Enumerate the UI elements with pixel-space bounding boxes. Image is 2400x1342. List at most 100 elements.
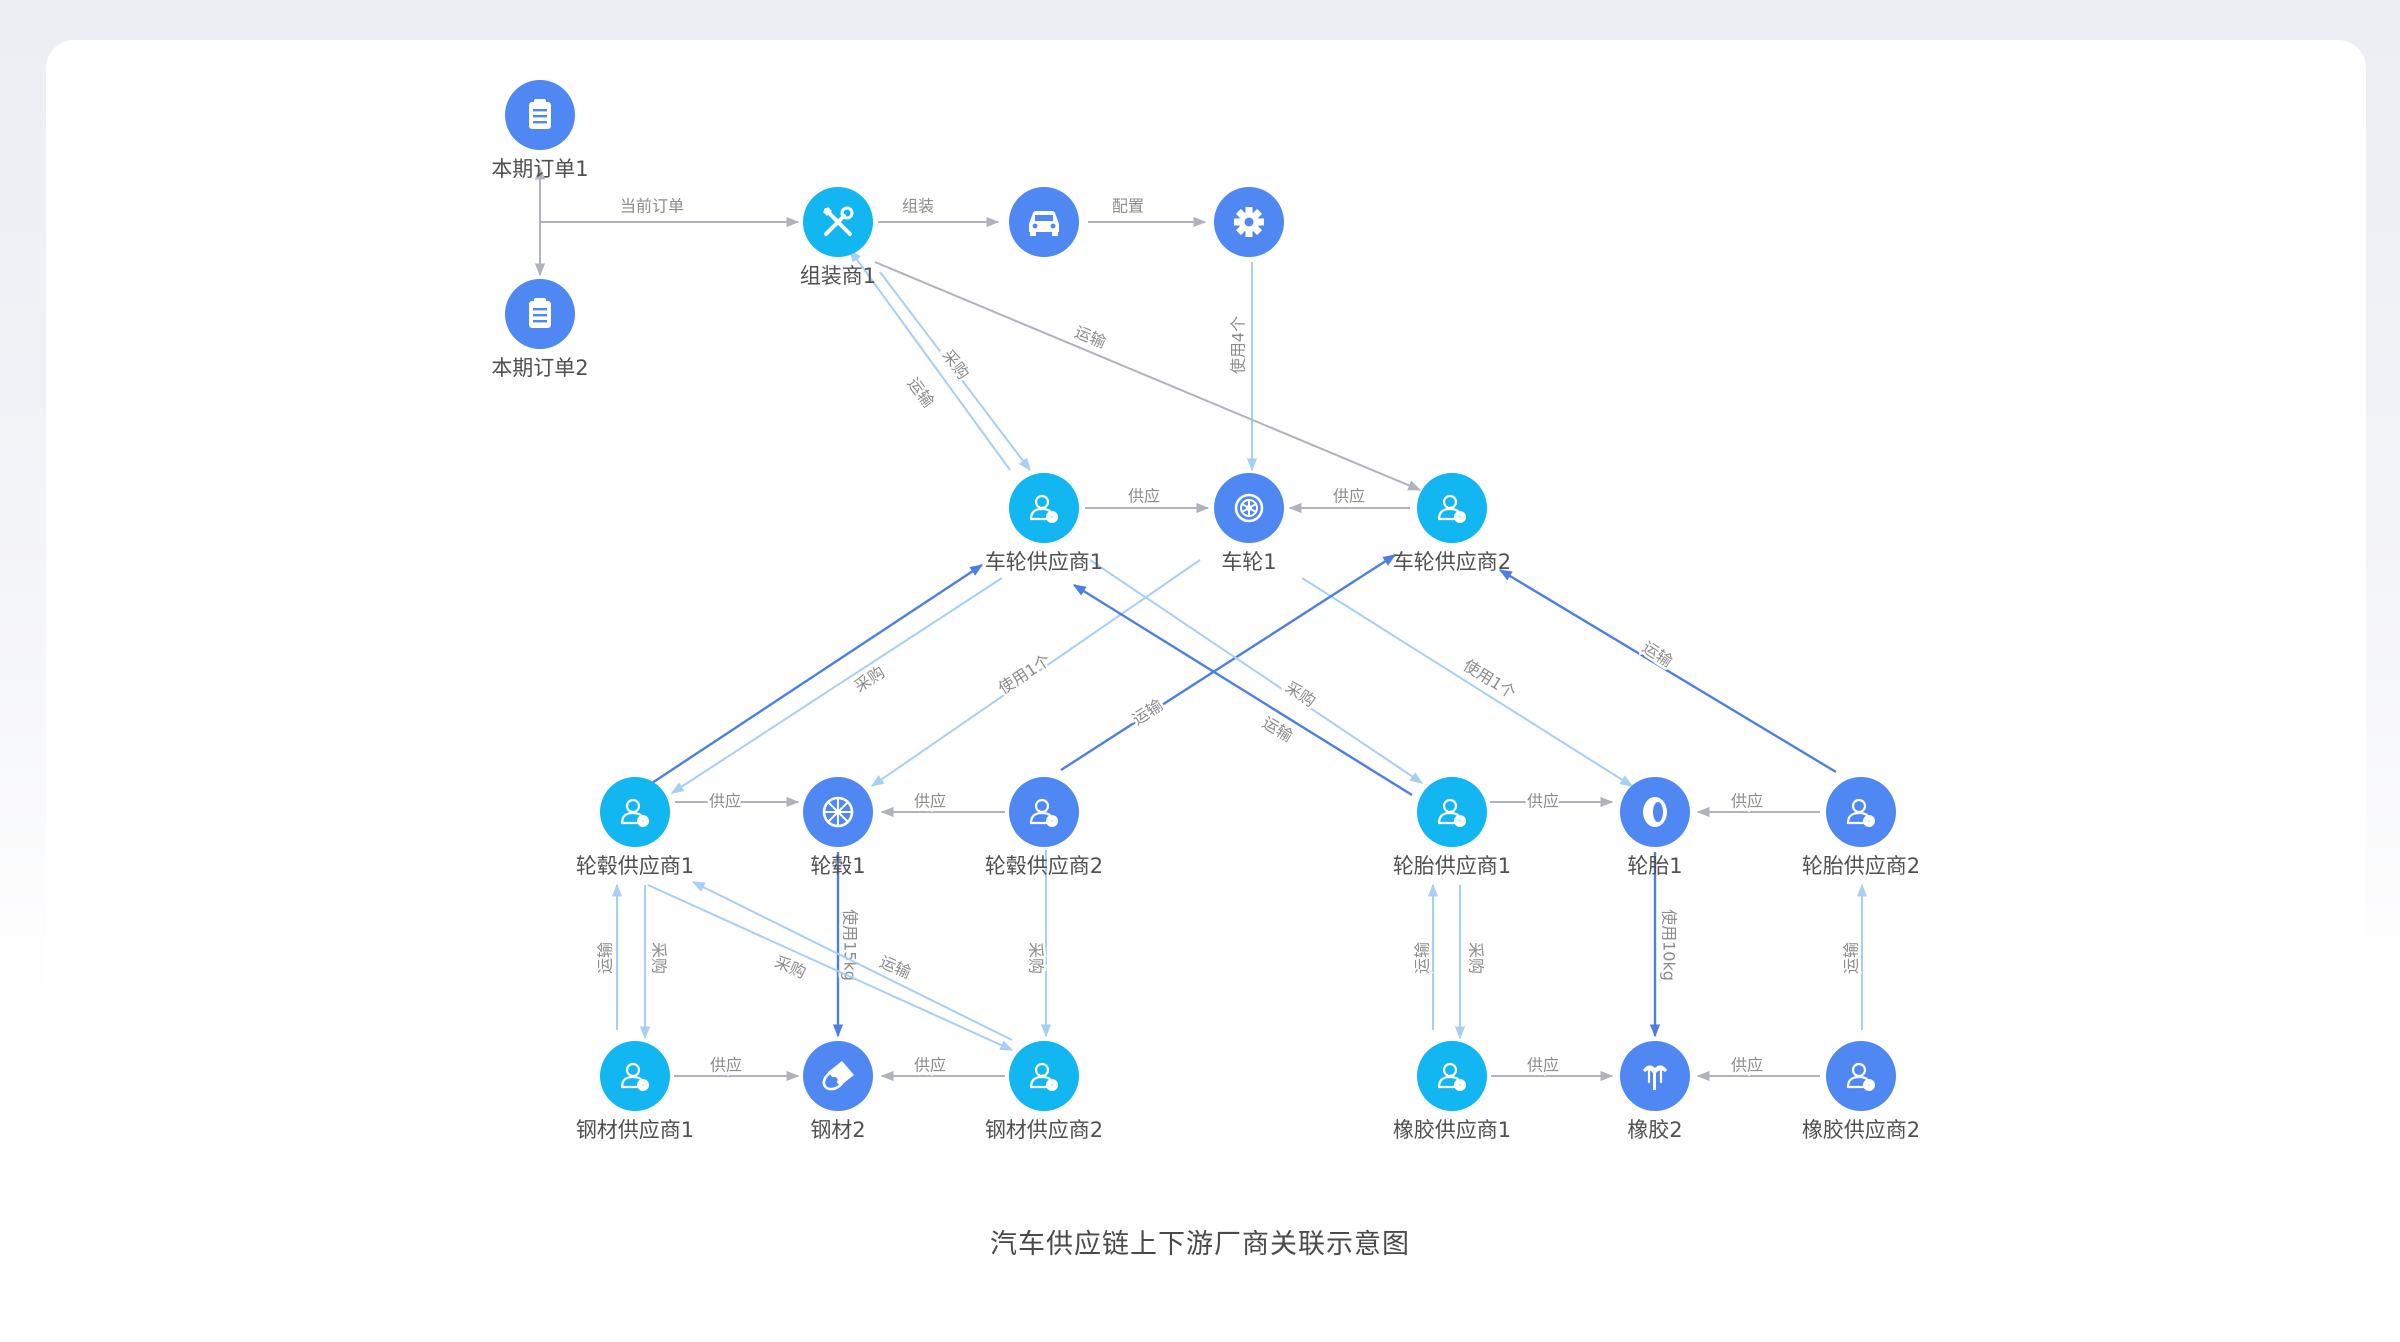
edge-line	[1301, 577, 1634, 787]
node-steelSup2[interactable]: · 钢材供应商2	[985, 1041, 1103, 1142]
node-rubberSup2[interactable]: ·橡胶供应商2	[1802, 1041, 1920, 1142]
edge-wheel1-to-hub1: 使用1个	[870, 559, 1201, 787]
edge-label: 使用1个	[995, 650, 1054, 698]
node-label: 轮毂供应商2	[985, 854, 1103, 878]
node-label: 车轮供应商2	[1393, 550, 1511, 574]
edge-label: 供应	[914, 792, 946, 811]
node-label: 车轮1	[1221, 550, 1276, 574]
node-config[interactable]	[1214, 187, 1284, 257]
node-rubber2[interactable]: 橡胶2	[1620, 1041, 1690, 1142]
node-wheelSup2[interactable]: · 车轮供应商2	[1393, 473, 1511, 574]
edge-rubberSup2-to-rubber2: 供应	[1696, 1053, 1820, 1082]
edge-hubSup2-to-hub1: 供应	[880, 789, 1005, 818]
node-label: 橡胶供应商1	[1393, 1118, 1511, 1142]
node-steelSup1[interactable]: · 钢材供应商1	[576, 1041, 694, 1142]
edge-steelSup2-to-hubSup1: 运输	[691, 881, 1013, 1041]
edge-steelSup1-to-hubSup1: 运输	[593, 883, 623, 1030]
edge-label: 供应	[1333, 487, 1365, 506]
node-hubSup2[interactable]: ·轮毂供应商2	[985, 777, 1103, 878]
edge-line	[651, 563, 984, 785]
edge-line	[849, 248, 1011, 471]
node-hub1[interactable]: 轮毂1	[803, 777, 873, 878]
svg-text:·: ·	[1051, 1081, 1054, 1090]
node-label: 轮毂1	[810, 854, 865, 878]
node-layer: 本期订单1 本期订单2 组装商1 ·车轮供应商1 车轮1 · 车轮供应商2 ·轮毂供应商1 轮毂…	[491, 80, 1920, 1142]
edge-label: 使用10kg	[1660, 909, 1679, 981]
edge-line	[879, 271, 1031, 472]
edge-label: 采购	[1027, 942, 1046, 974]
edge-rubberSup2-to-tireSup2: 运输	[1839, 883, 1868, 1030]
edge-car-to-config: 配置	[1088, 194, 1207, 228]
edge-line	[1089, 559, 1424, 784]
edge-order1-to-assembler1: 当前订单	[540, 194, 800, 228]
node-order1[interactable]: 本期订单1	[491, 80, 589, 181]
edge-label: 供应	[1731, 1056, 1763, 1075]
supplier-icon: ·	[1029, 494, 1058, 523]
supplier-icon: ·	[1437, 494, 1466, 523]
node-label: 钢材2	[810, 1118, 865, 1142]
edge-tireSup2-to-tire1: 供应	[1696, 789, 1820, 818]
svg-text:·: ·	[642, 1081, 645, 1090]
node-label: 组装商1	[800, 264, 876, 288]
edge-label: 供应	[710, 1056, 742, 1075]
clipboard-icon	[529, 99, 551, 129]
edge-config-to-wheel1: 使用4个	[1226, 262, 1258, 472]
svg-text:·: ·	[1051, 513, 1054, 522]
node-label: 钢材供应商2	[985, 1118, 1103, 1142]
edge-layer: 当前订单组装配置使用4个运输采购运输供应供应采购使用1个使用1个运输采购运输运输…	[534, 166, 1868, 1082]
edge-rubberSup1-to-rubber2: 供应	[1491, 1053, 1614, 1082]
edge-assembler1-to-car: 组装	[878, 194, 1000, 228]
edge-wheel1-to-tire1: 使用1个	[1301, 577, 1634, 787]
supplier-icon: ·	[620, 798, 649, 827]
edge-label: 使用4个	[1229, 316, 1248, 374]
edge-wheelSup1-to-wheel1: 供应	[1085, 484, 1210, 514]
node-tire1[interactable]: 轮胎1	[1620, 777, 1690, 878]
edge-label: 供应	[914, 1056, 946, 1075]
edge-line	[647, 884, 1014, 1051]
edge-label: 采购	[1467, 942, 1486, 974]
node-label: 钢材供应商1	[576, 1118, 694, 1142]
edge-label: 运输	[904, 374, 938, 411]
node-label: 本期订单1	[491, 157, 588, 181]
wheel-icon	[1234, 493, 1264, 523]
tire-icon	[1643, 797, 1667, 827]
edge-line	[1498, 568, 1837, 774]
node-tireSup1[interactable]: ·轮胎供应商1	[1393, 777, 1511, 878]
edge-label: 供应	[1731, 792, 1763, 811]
node-assembler1[interactable]: 组装商1	[800, 187, 876, 288]
node-rubberSup1[interactable]: · 橡胶供应商1	[1393, 1041, 1511, 1142]
node-label: 橡胶2	[1627, 1118, 1682, 1142]
node-tireSup2[interactable]: ·轮胎供应商2	[1802, 777, 1920, 878]
node-hubSup1[interactable]: ·轮毂供应商1	[576, 777, 694, 878]
node-wheelSup1[interactable]: ·车轮供应商1	[985, 473, 1103, 574]
edge-line	[874, 261, 1422, 491]
steel-icon	[822, 1061, 854, 1091]
edge-hubSup2-to-wheelSup2: 运输	[1060, 553, 1397, 772]
node-label: 本期订单2	[491, 356, 588, 380]
diagram-caption: 汽车供应链上下游厂商关联示意图	[990, 1229, 1410, 1260]
node-wheel1[interactable]: 车轮1	[1214, 473, 1284, 574]
svg-text:·: ·	[642, 817, 645, 826]
edge-wheelSup1-to-hubSup1: 采购	[670, 577, 1003, 794]
edge-label: 运输	[877, 952, 914, 982]
edge-hubSup1-to-steelSup2: 采购	[647, 884, 1014, 1051]
edge-steelSup2-to-steel2: 供应	[880, 1053, 1005, 1082]
edge-label: 供应	[709, 792, 741, 811]
edge-label: 运输	[1413, 942, 1432, 974]
edge-hubSup2-to-steelSup2: 采购	[1024, 850, 1052, 1038]
supplier-icon: ·	[1437, 1062, 1466, 1091]
node-car[interactable]	[1009, 187, 1079, 257]
edge-label: 采购	[650, 942, 669, 974]
node-steel2[interactable]: 钢材2	[803, 1041, 873, 1142]
car-icon	[1029, 211, 1059, 236]
tools-icon	[823, 206, 854, 236]
edge-steelSup1-to-steel2: 供应	[674, 1053, 800, 1082]
svg-text:·: ·	[1459, 513, 1462, 522]
node-order2[interactable]: 本期订单2	[491, 279, 589, 380]
edge-hubSup1-to-steelSup1: 采购	[639, 885, 671, 1040]
rubber-icon	[1643, 1065, 1667, 1090]
svg-text:·: ·	[1459, 1081, 1462, 1090]
hub-icon	[822, 796, 854, 828]
edge-label: 当前订单	[620, 197, 684, 216]
node-label: 轮胎供应商1	[1393, 854, 1511, 878]
